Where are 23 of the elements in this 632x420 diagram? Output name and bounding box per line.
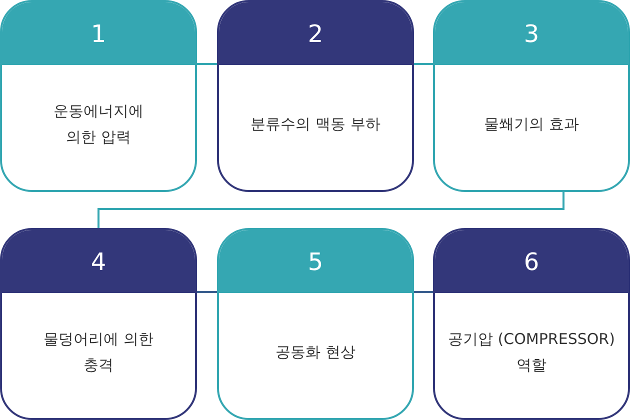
step-number: 3 [435, 2, 628, 65]
step-card [0, 0, 197, 192]
connector-line [414, 63, 433, 65]
step-description: 분류수의 맥동 부하 [250, 114, 382, 134]
connector-line [414, 291, 433, 293]
step-number: 1 [2, 2, 195, 65]
step-number: 2 [219, 2, 412, 65]
step-description: 공기압 (COMPRESSOR)역할 [447, 328, 616, 376]
step-number: 6 [435, 230, 628, 293]
connector-line [98, 192, 564, 228]
step-description: 물덩어리에 의한 충격 [42, 328, 154, 376]
step-card [433, 0, 630, 192]
step-card [433, 228, 630, 420]
step-number: 5 [219, 230, 412, 293]
step-description: 공동화 현상 [274, 342, 356, 362]
step-description: 운동에너지에 의한 압력 [52, 100, 144, 148]
step-card [0, 228, 197, 420]
step-description: 물쐐기의 효과 [483, 114, 580, 134]
step-card [217, 0, 414, 192]
step-number: 4 [2, 230, 195, 293]
step-card [217, 228, 414, 420]
connector-line [197, 63, 217, 65]
connector-line [197, 291, 217, 293]
